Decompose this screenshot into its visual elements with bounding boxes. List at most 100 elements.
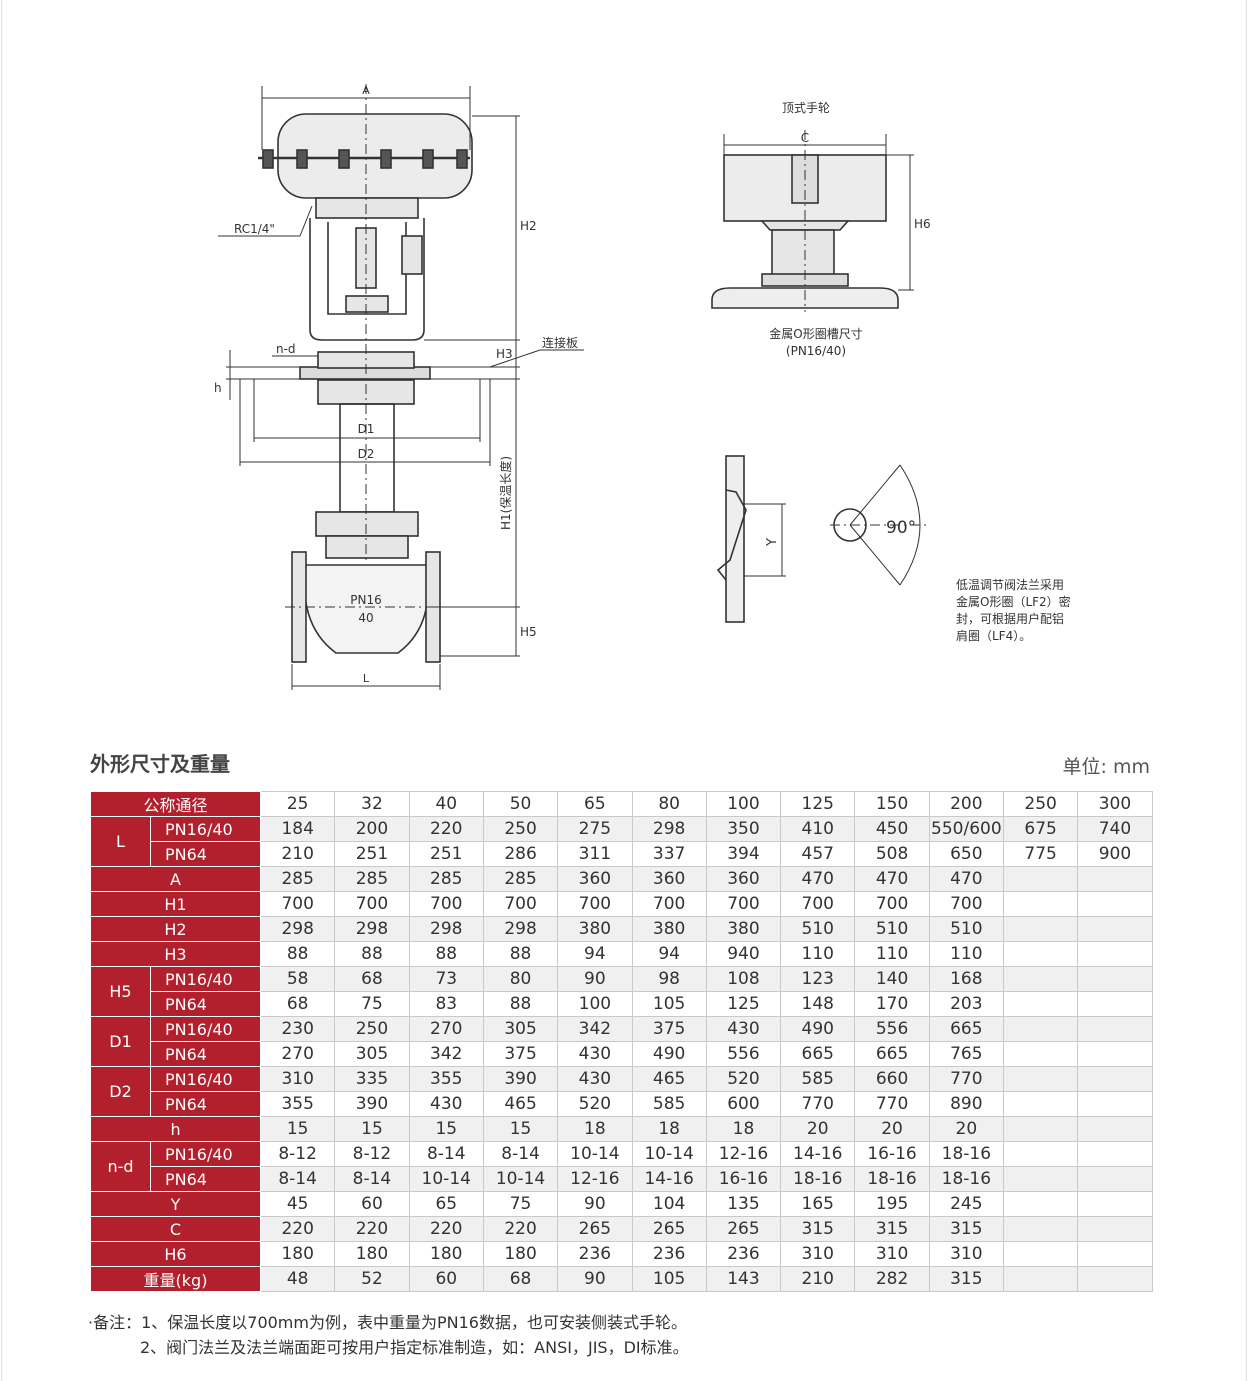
value-cell: 88: [408, 941, 484, 967]
value-cell: 270: [408, 1016, 484, 1042]
value-cell: [1077, 1091, 1153, 1117]
value-cell: 203: [928, 991, 1004, 1017]
value-cell: 275: [557, 816, 633, 842]
value-cell: 123: [780, 966, 856, 992]
dim-h5-label: H5: [520, 625, 537, 639]
dim-h1-label: H1(保温长度): [498, 456, 513, 530]
pn-top-label: PN16: [350, 593, 381, 607]
value-cell: 556: [854, 1016, 930, 1042]
row-group-label: D1: [90, 1016, 151, 1067]
size-cell: 65: [557, 791, 633, 817]
value-cell: 298: [408, 916, 484, 942]
value-cell: [1002, 1016, 1079, 1042]
value-cell: 285: [482, 866, 559, 892]
value-cell: 75: [334, 991, 410, 1017]
value-cell: 770: [928, 1066, 1004, 1092]
value-cell: 665: [928, 1016, 1004, 1042]
value-cell: 550/600: [928, 816, 1004, 842]
value-cell: 180: [260, 1241, 336, 1267]
value-cell: 52: [334, 1266, 410, 1292]
value-cell: 465: [631, 1066, 707, 1092]
value-cell: 88: [482, 941, 559, 967]
value-cell: 600: [705, 1091, 782, 1117]
value-cell: 68: [482, 1266, 559, 1292]
value-cell: 8-12: [334, 1141, 410, 1167]
row-sub-label: PN16/40: [149, 1016, 262, 1042]
value-cell: [1077, 941, 1153, 967]
value-cell: 465: [482, 1091, 559, 1117]
value-cell: 490: [780, 1016, 856, 1042]
value-cell: [1077, 1216, 1153, 1242]
value-cell: 282: [854, 1266, 930, 1292]
value-cell: 700: [854, 891, 930, 917]
value-cell: [1077, 991, 1153, 1017]
size-cell: 150: [854, 791, 930, 817]
row-label: Y: [89, 1191, 262, 1217]
value-cell: 270: [260, 1041, 336, 1067]
value-cell: 675: [1002, 816, 1079, 842]
row-sub-label: PN16/40: [149, 1141, 262, 1167]
value-cell: 775: [1002, 841, 1079, 867]
value-cell: 770: [854, 1091, 930, 1117]
value-cell: 510: [928, 916, 1004, 942]
row-sub-label: PN64: [149, 1041, 262, 1067]
row-label: H3: [89, 941, 262, 967]
row-group-label: D2: [90, 1066, 151, 1117]
value-cell: 94: [631, 941, 707, 967]
value-cell: 342: [557, 1016, 633, 1042]
value-cell: [1002, 1266, 1079, 1292]
dim-h2-label: H2: [520, 219, 537, 233]
value-cell: 220: [260, 1216, 336, 1242]
value-cell: 298: [482, 916, 559, 942]
value-cell: 285: [408, 866, 484, 892]
value-cell: 75: [482, 1191, 559, 1217]
value-cell: [1077, 1141, 1153, 1167]
value-cell: [1002, 916, 1079, 942]
value-cell: 298: [260, 916, 336, 942]
value-cell: 110: [854, 941, 930, 967]
value-cell: [1002, 991, 1079, 1017]
row-sub-label: PN64: [149, 841, 262, 867]
value-cell: [1077, 1041, 1153, 1067]
rc-label: RC1/4": [234, 222, 275, 236]
value-cell: 700: [780, 891, 856, 917]
value-cell: 700: [260, 891, 336, 917]
value-cell: [1077, 916, 1153, 942]
size-cell: 200: [928, 791, 1004, 817]
header-label: 公称通径: [89, 791, 262, 817]
value-cell: 110: [780, 941, 856, 967]
value-cell: [1002, 966, 1079, 992]
value-cell: 200: [334, 816, 410, 842]
value-cell: 335: [334, 1066, 410, 1092]
value-cell: [1002, 1066, 1079, 1092]
row-label: C: [89, 1216, 262, 1242]
value-cell: 65: [408, 1191, 484, 1217]
dim-a-label: A: [362, 84, 370, 97]
value-cell: 890: [928, 1091, 1004, 1117]
value-cell: 700: [557, 891, 633, 917]
row-sub-label: PN64: [149, 1166, 262, 1192]
value-cell: 12-16: [705, 1141, 782, 1167]
value-cell: 430: [557, 1041, 633, 1067]
value-cell: [1077, 1066, 1153, 1092]
notes: ·备注：1、保温长度以700mm为例，表中重量为PN16数据，也可安装侧装式手轮…: [88, 1310, 689, 1360]
value-cell: 15: [334, 1116, 410, 1142]
value-cell: 900: [1077, 841, 1153, 867]
value-cell: 140: [854, 966, 930, 992]
value-cell: 220: [482, 1216, 559, 1242]
value-cell: 450: [854, 816, 930, 842]
oring-caption-2: (PN16/40): [786, 344, 846, 358]
value-cell: 20: [928, 1116, 1004, 1142]
value-cell: 520: [705, 1066, 782, 1092]
value-cell: 700: [482, 891, 559, 917]
value-cell: 60: [408, 1266, 484, 1292]
value-cell: 100: [557, 991, 633, 1017]
